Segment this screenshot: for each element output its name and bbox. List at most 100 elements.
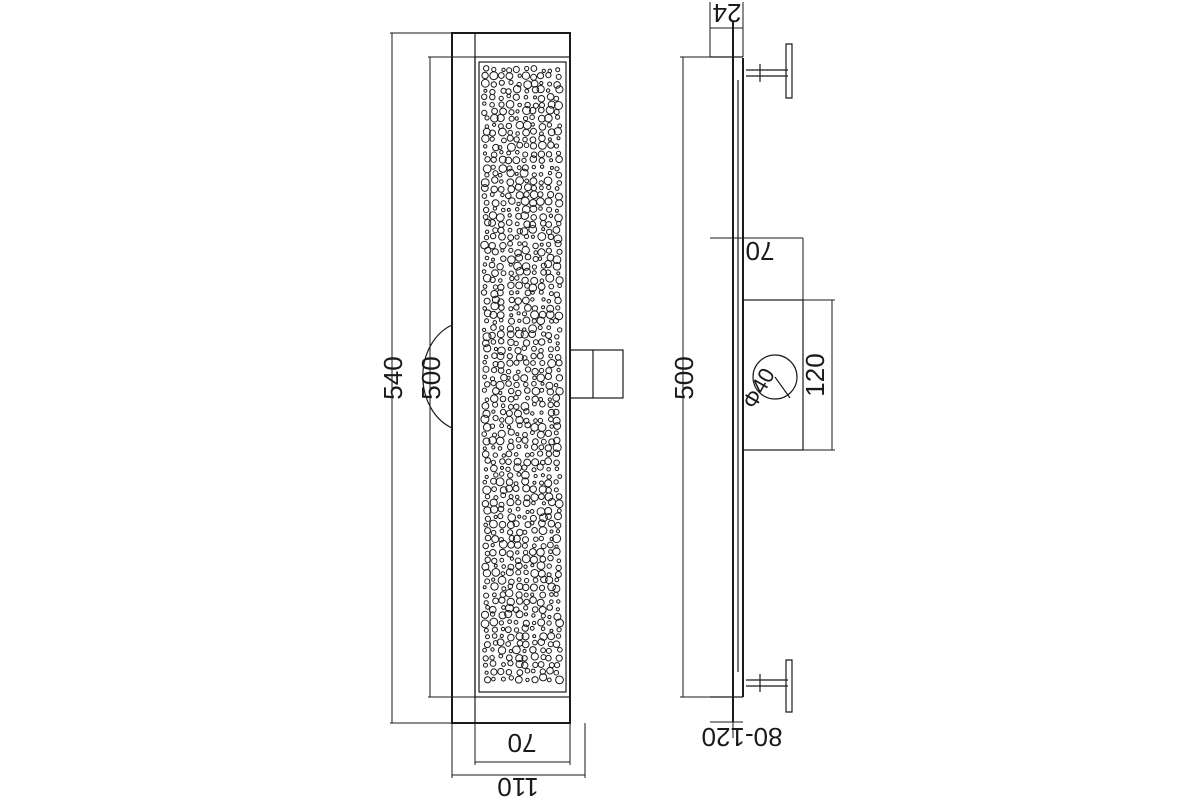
perforation-hole [514, 116, 519, 121]
perforation-hole [483, 592, 490, 599]
perforation-hole [506, 165, 513, 172]
perforation-hole [554, 499, 564, 509]
perforation-hole [528, 220, 537, 229]
perforation-hole [549, 628, 554, 633]
perforation-hole [529, 555, 539, 564]
perforation-hole [548, 353, 554, 359]
perforation-hole [547, 554, 554, 562]
perforation-hole [529, 514, 537, 522]
perforation-hole [532, 661, 539, 669]
perforation-hole [499, 417, 505, 423]
perforation-hole [483, 309, 492, 318]
perforation-hole [546, 474, 552, 480]
perforation-hole [555, 359, 563, 367]
perforation-hole [521, 554, 531, 564]
perforation-hole [489, 88, 496, 96]
perforation-hole [489, 276, 496, 283]
perforation-hole [497, 646, 507, 655]
perforation-hole [557, 283, 562, 289]
perforation-hole [482, 365, 490, 373]
perforation-hole [533, 95, 537, 100]
perforation-hole [523, 598, 530, 606]
perforation-hole [484, 527, 492, 535]
perforation-hole [537, 191, 544, 198]
perforation-hole [523, 569, 529, 575]
perforation-hole [537, 325, 543, 331]
perforation-hole [556, 627, 562, 633]
perforation-hole [482, 647, 488, 653]
sump-arc [422, 324, 453, 429]
perforation-hole [499, 458, 506, 465]
perforation-hole [554, 571, 562, 578]
perforation-hole [490, 156, 497, 163]
perforation-hole [524, 668, 531, 674]
perforation-hole [529, 485, 538, 494]
perforation-hole [489, 192, 495, 197]
perforation-hole [498, 520, 507, 529]
perforation-hole [519, 227, 529, 236]
perforation-hole [540, 269, 547, 276]
perforation-hole [523, 612, 529, 617]
perforation-hole [536, 316, 546, 326]
perforation-hole [505, 122, 513, 130]
perforation-hole [482, 164, 492, 174]
perforation-hole [554, 213, 563, 223]
perforation-hole [545, 367, 553, 375]
perforation-hole [506, 150, 512, 156]
perforation-hole [514, 171, 519, 176]
perforation-hole [524, 253, 532, 261]
perforation-hole [497, 72, 505, 79]
perforation-hole [539, 513, 548, 523]
perforation-hole [554, 466, 560, 472]
perforation-hole [515, 436, 522, 443]
perforation-hole [523, 605, 529, 611]
perforation-hole [546, 467, 551, 472]
perforation-hole [498, 304, 505, 311]
perforation-hole [530, 360, 536, 366]
perforation-hole [515, 329, 524, 339]
perforation-hole [493, 514, 498, 520]
perforation-hole [496, 360, 505, 369]
perforation-hole [515, 120, 524, 130]
perforation-hole [490, 464, 498, 473]
perforation-hole [536, 197, 545, 206]
perforation-hole [490, 668, 498, 676]
perforation-hole [508, 404, 514, 410]
perforation-hole [537, 422, 547, 432]
perforation-hole [505, 669, 513, 676]
perforation-hole [507, 660, 514, 667]
perforation-hole [530, 151, 538, 158]
perforation-hole [539, 131, 544, 137]
perforation-hole [505, 409, 513, 417]
perforation-hole [555, 493, 563, 500]
perforation-hole [483, 234, 490, 241]
perforation-hole [484, 550, 491, 557]
perforation-hole [528, 324, 537, 334]
perforation-hole [491, 176, 499, 184]
perforation-hole [490, 339, 497, 345]
perforation-hole [505, 654, 513, 662]
perforation-hole [547, 233, 555, 241]
perforation-hole [531, 270, 537, 276]
perforation-hole [530, 592, 535, 597]
perforation-hole [495, 213, 505, 222]
perforation-hole [482, 206, 490, 214]
perforation-hole [507, 472, 514, 479]
perforation-hole [506, 442, 515, 451]
perforation-hole [521, 241, 528, 247]
perforation-hole [505, 484, 514, 493]
perforation-hole [499, 395, 507, 403]
perforation-hole [482, 409, 491, 418]
perforation-hole [488, 242, 496, 250]
perforation-hole [515, 176, 524, 186]
perforation-hole [515, 353, 524, 362]
perforation-hole [491, 568, 501, 577]
perforation-hole [500, 626, 506, 632]
perforation-hole [481, 450, 490, 459]
grate-inner-outline [478, 61, 567, 693]
perforation-hole [544, 372, 553, 380]
perforation-hole [482, 585, 487, 590]
perforation-hole [553, 383, 559, 388]
perforation-hole [491, 676, 496, 682]
perforation-hole [549, 424, 555, 429]
